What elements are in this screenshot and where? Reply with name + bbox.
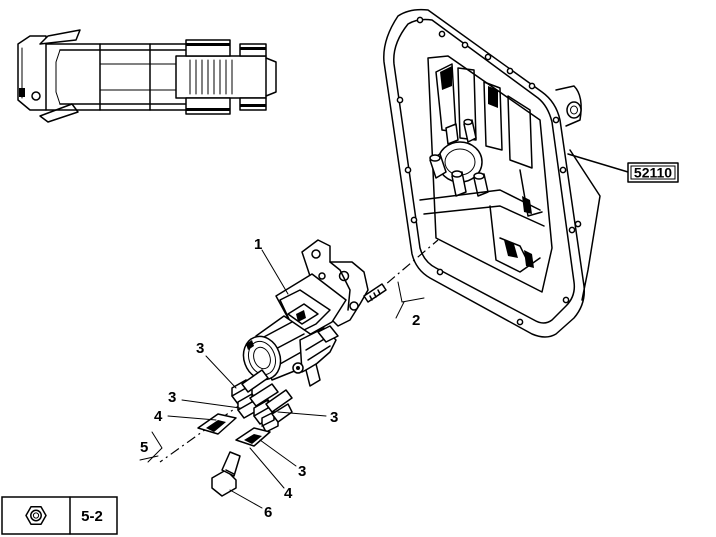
callout-3-upper: 3 <box>196 340 204 357</box>
callout-4-lower: 4 <box>284 485 293 502</box>
callout-1: 1 <box>254 236 262 253</box>
torque-table: 5-2 <box>1 496 118 535</box>
leader-lines <box>139 249 425 509</box>
bolt-middle <box>237 383 279 419</box>
hex-nut-icon <box>25 506 47 525</box>
shift-actuator-assembly <box>242 239 387 387</box>
housing-assembly <box>383 8 601 338</box>
torque-value: 5-2 <box>81 508 103 525</box>
fasteners <box>197 369 293 497</box>
bolt-lower <box>261 403 293 433</box>
callouts: 1 2 3 3 3 3 4 4 5 6 <box>140 236 420 521</box>
callout-3-left: 3 <box>168 389 176 406</box>
reference-code-box: 52110 <box>567 153 679 183</box>
callout-6: 6 <box>264 504 272 521</box>
vehicle-locator-icon <box>17 29 277 123</box>
callout-3-right: 3 <box>330 409 338 426</box>
reference-code-label: 52110 <box>634 165 672 181</box>
callout-4-upper: 4 <box>154 408 163 425</box>
callout-2: 2 <box>412 312 420 329</box>
callout-5: 5 <box>140 439 148 456</box>
callout-3-lower: 3 <box>298 463 306 480</box>
